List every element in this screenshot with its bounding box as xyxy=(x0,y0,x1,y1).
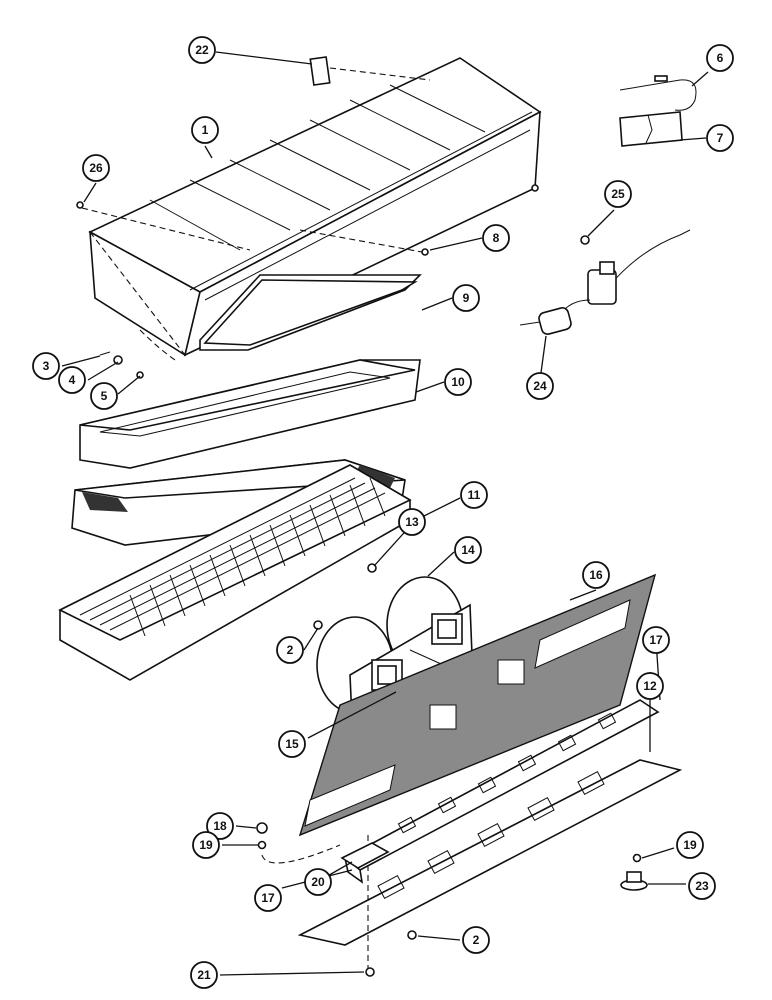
svg-text:24: 24 xyxy=(533,379,547,393)
callout-21: 21 xyxy=(190,961,218,989)
svg-text:18: 18 xyxy=(213,819,227,833)
callout-2: 2 xyxy=(462,926,490,954)
svg-text:26: 26 xyxy=(89,161,103,175)
callout-1: 1 xyxy=(191,116,219,144)
callout-4: 4 xyxy=(58,366,86,394)
rivets-8 xyxy=(299,184,539,256)
svg-text:15: 15 xyxy=(285,737,299,751)
svg-text:22: 22 xyxy=(195,43,209,57)
callout-16: 16 xyxy=(582,561,610,589)
callout-11: 11 xyxy=(460,481,488,509)
svg-text:2: 2 xyxy=(287,643,294,657)
callout-10: 10 xyxy=(444,368,472,396)
svg-text:4: 4 xyxy=(69,373,76,387)
svg-text:9: 9 xyxy=(463,291,470,305)
svg-text:6: 6 xyxy=(717,51,724,65)
svg-text:12: 12 xyxy=(643,679,657,693)
bracket-20 xyxy=(340,842,390,869)
retaining-clip xyxy=(309,56,431,86)
svg-text:17: 17 xyxy=(649,633,663,647)
svg-text:11: 11 xyxy=(468,488,481,502)
callout-19: 19 xyxy=(676,831,704,859)
callout-12: 12 xyxy=(636,672,664,700)
callout-2: 2 xyxy=(276,636,304,664)
clip-7 xyxy=(619,111,683,147)
callout-26: 26 xyxy=(82,154,110,182)
sensor-wire xyxy=(619,75,697,111)
callout-13: 13 xyxy=(398,508,426,536)
svg-text:10: 10 xyxy=(451,375,465,389)
callout-18: 18 xyxy=(206,812,234,840)
callout-6: 6 xyxy=(706,44,734,72)
callout-20: 20 xyxy=(304,868,332,896)
svg-text:2: 2 xyxy=(473,933,480,947)
callout-17: 17 xyxy=(254,884,282,912)
svg-text:14: 14 xyxy=(461,543,475,557)
small-hardware xyxy=(256,822,648,977)
switch-assembly xyxy=(519,229,691,335)
svg-text:13: 13 xyxy=(405,515,419,529)
filter-tray xyxy=(79,359,421,469)
callout-8: 8 xyxy=(482,224,510,252)
svg-text:5: 5 xyxy=(101,389,108,403)
svg-text:19: 19 xyxy=(199,838,213,852)
callout-15: 15 xyxy=(278,730,306,758)
grille xyxy=(58,464,412,681)
callout-3: 3 xyxy=(32,352,60,380)
svg-text:1: 1 xyxy=(202,123,209,137)
callout-22: 22 xyxy=(188,36,216,64)
callout-9: 9 xyxy=(452,284,480,312)
callout-14: 14 xyxy=(454,536,482,564)
svg-text:25: 25 xyxy=(611,187,625,201)
svg-text:16: 16 xyxy=(589,568,603,582)
gasket-panel xyxy=(298,573,657,837)
svg-text:17: 17 xyxy=(261,891,275,905)
svg-text:8: 8 xyxy=(493,231,500,245)
gasket-frame xyxy=(199,274,422,351)
callout-7: 7 xyxy=(706,124,734,152)
callout-25: 25 xyxy=(604,180,632,208)
callout-23: 23 xyxy=(688,872,716,900)
svg-text:3: 3 xyxy=(43,359,50,373)
svg-text:7: 7 xyxy=(717,131,724,145)
svg-text:20: 20 xyxy=(311,875,325,889)
screw-26 xyxy=(76,201,251,251)
svg-text:23: 23 xyxy=(695,879,709,893)
svg-text:19: 19 xyxy=(683,838,697,852)
callout-17: 17 xyxy=(642,626,670,654)
callout-24: 24 xyxy=(526,372,554,400)
callout-19: 19 xyxy=(192,831,220,859)
svg-text:21: 21 xyxy=(197,968,211,982)
callout-5: 5 xyxy=(90,382,118,410)
screw-25 xyxy=(580,235,590,245)
